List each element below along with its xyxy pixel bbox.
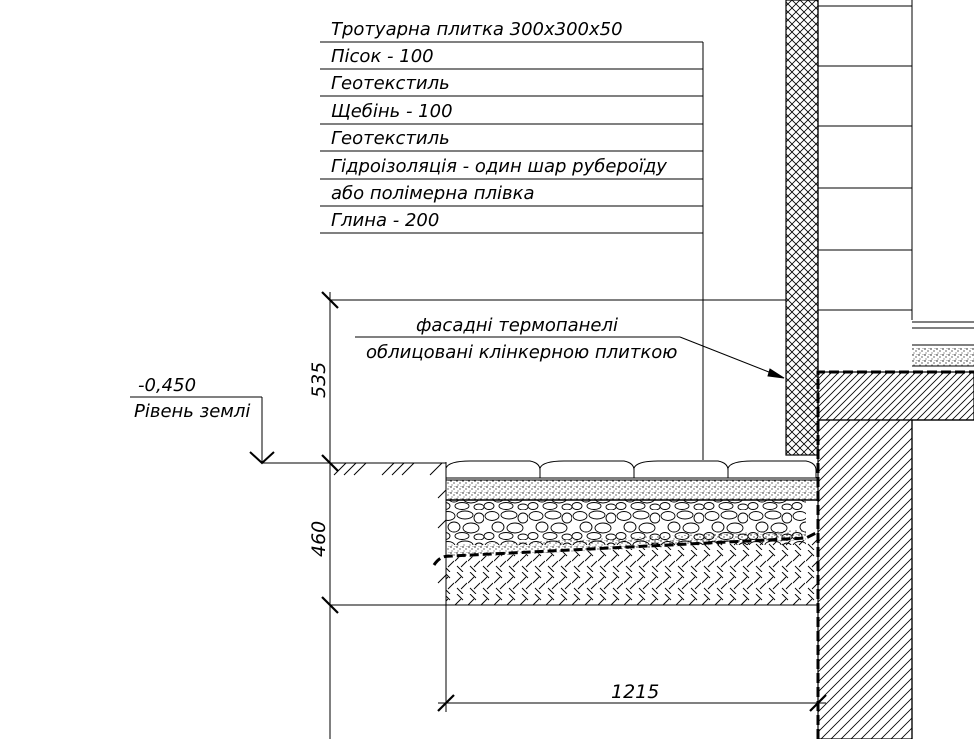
layer-label-waterproofing-alt: або полімерна плівка [331, 183, 535, 204]
wall-section [785, 0, 974, 456]
facade-callout [355, 336, 785, 379]
layer-legend [320, 41, 704, 460]
facade-note-line2: облицовані клінкерною плиткою [366, 342, 677, 363]
ground-level-marker [130, 396, 275, 465]
vertical-dimension [321, 291, 339, 739]
ground-level-elevation: -0,450 [138, 375, 196, 396]
ground-lines [262, 299, 818, 606]
layer-label-gravel: Щебінь - 100 [331, 101, 453, 122]
dimension-upper: 535 [308, 362, 330, 398]
foundation [816, 370, 974, 739]
layer-label-sand: Пісок - 100 [331, 46, 434, 67]
layer-label-paving: Тротуарна плитка 300x300x50 [331, 19, 623, 40]
layer-label-geotextile-2: Геотекстиль [331, 128, 450, 149]
horizontal-dimension [437, 605, 827, 712]
dimension-width: 1215 [611, 681, 659, 703]
layer-label-geotextile-1: Геотекстиль [331, 73, 450, 94]
facade-note-line1: фасадні термопанелі [416, 315, 618, 336]
layer-label-clay: Глина - 200 [331, 210, 439, 231]
layer-label-waterproofing: Гідроізоляція - один шар рубероїду [331, 156, 667, 177]
dimension-lower: 460 [308, 521, 330, 557]
ground-level-label: Рівень землі [134, 401, 250, 422]
pavement-layers [432, 460, 819, 605]
